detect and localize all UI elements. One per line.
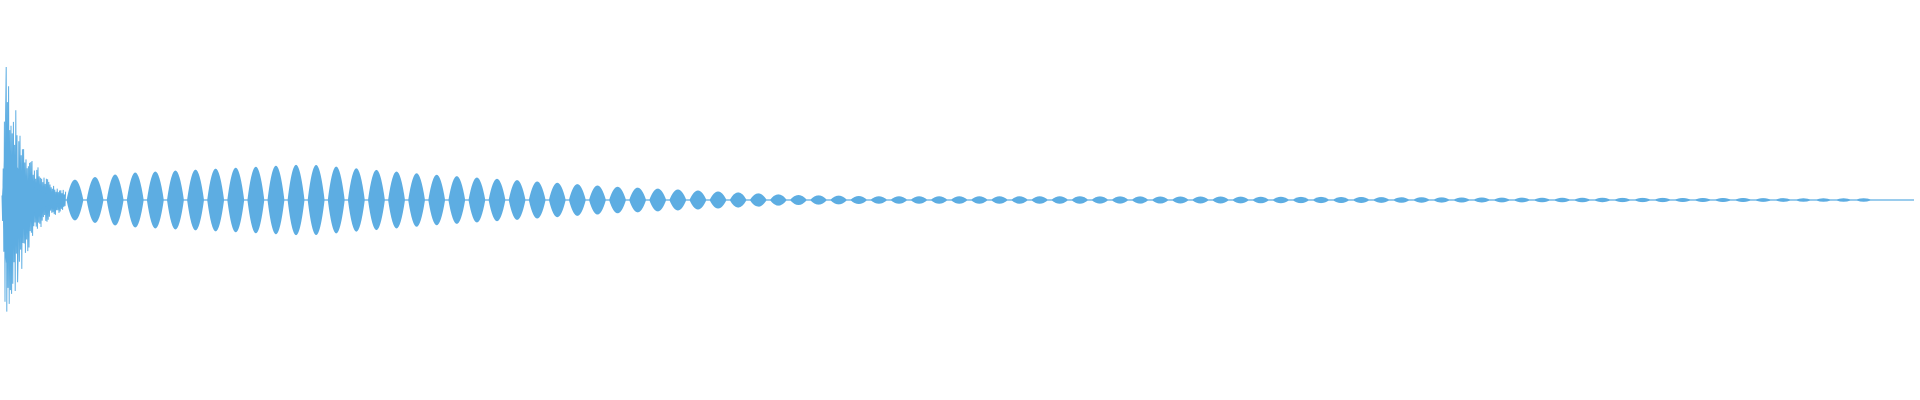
tail-pulse	[1794, 198, 1812, 202]
tail-pulse	[1372, 197, 1390, 203]
tail-pulse	[247, 166, 265, 234]
tail-pulse	[1513, 197, 1531, 203]
tail-pulse	[1694, 198, 1712, 202]
tail-pulse	[568, 184, 586, 216]
tail-pulse	[1252, 196, 1270, 204]
tail-pulse	[649, 188, 667, 212]
tail-pulse	[267, 165, 285, 235]
tail-pulse	[729, 192, 747, 208]
tail-pulse	[609, 186, 626, 214]
tail-pulse	[1312, 196, 1330, 204]
tail-pulse	[448, 176, 466, 224]
tail-pulse	[1212, 196, 1229, 204]
tail-pulse	[1413, 197, 1430, 203]
tail-pulse	[428, 174, 446, 226]
tail-pulse	[669, 189, 687, 211]
tail-pulse	[1332, 197, 1350, 203]
tail-pulse	[1352, 197, 1370, 203]
tail-pulse	[1634, 197, 1651, 203]
tail-pulse	[167, 170, 184, 230]
tail-pulse	[1131, 196, 1149, 204]
tail-pulse	[488, 178, 506, 222]
tail-pulse	[1573, 197, 1591, 203]
tail-pulse	[689, 190, 707, 210]
tail-pulse	[327, 166, 345, 234]
tail-pulse	[970, 196, 988, 204]
attack-core	[2, 136, 62, 264]
tail-pulse	[287, 164, 305, 236]
tail-pulse	[769, 194, 787, 206]
tail-pulse	[528, 181, 546, 219]
tail-pulse	[1553, 197, 1571, 203]
tail-pulse	[548, 182, 566, 218]
tail-pulse	[1011, 196, 1028, 204]
tail-pulse	[468, 177, 486, 223]
tail-pulse	[1774, 198, 1792, 202]
tail-pulse	[1593, 197, 1611, 203]
waveform-attack	[1, 66, 67, 312]
tail-pulse	[388, 171, 405, 229]
tail-pulse	[950, 196, 968, 204]
tail-pulse	[1493, 197, 1511, 203]
tail-pulse	[1272, 196, 1290, 204]
tail-pulse	[1754, 198, 1772, 202]
tail-pulse	[830, 195, 848, 205]
tail-pulse	[1473, 197, 1491, 203]
tail-pulse	[1192, 196, 1209, 204]
tail-pulse	[187, 169, 204, 231]
tail-pulse	[1453, 197, 1471, 203]
tail-pulse	[870, 196, 888, 204]
tail-pulse	[850, 195, 868, 205]
tail-pulse	[1835, 198, 1852, 202]
tail-pulse	[1151, 196, 1169, 204]
tail-pulse	[347, 168, 365, 232]
tail-pulse	[1292, 196, 1310, 204]
tail-pulse	[66, 179, 84, 221]
tail-pulse	[930, 196, 948, 204]
tail-pulse	[790, 195, 807, 205]
tail-pulse	[1393, 197, 1410, 203]
tail-pulse	[910, 196, 928, 204]
tail-pulse	[1815, 198, 1832, 202]
tail-pulse	[126, 172, 144, 228]
tail-pulse	[1533, 197, 1551, 203]
tail-pulse	[1654, 197, 1672, 203]
tail-pulse	[1111, 196, 1129, 204]
tail-pulse	[1031, 196, 1049, 204]
tail-pulse	[810, 195, 827, 205]
tail-pulse	[709, 191, 727, 209]
tail-pulse	[749, 193, 767, 207]
tail-pulse	[1614, 197, 1631, 203]
tail-pulse	[890, 196, 908, 204]
tail-pulse	[207, 168, 225, 232]
tail-pulse	[589, 185, 606, 215]
tail-pulse	[508, 180, 526, 220]
tail-pulse	[106, 174, 124, 226]
tail-pulse	[1232, 196, 1250, 204]
tail-pulse	[1051, 196, 1069, 204]
tail-pulse	[991, 196, 1008, 204]
tail-pulse	[408, 173, 425, 227]
tail-pulse	[629, 187, 647, 213]
tail-pulse	[368, 169, 385, 231]
tail-pulse	[1071, 196, 1089, 204]
tail-pulse	[86, 177, 104, 223]
waveform-tail	[66, 164, 1873, 236]
tail-pulse	[1855, 198, 1873, 202]
tail-pulse	[1674, 197, 1692, 203]
tail-pulse	[1091, 196, 1109, 204]
tail-pulse	[307, 165, 325, 235]
tail-pulse	[1714, 198, 1732, 202]
tail-pulse	[227, 167, 245, 233]
tail-pulse	[1171, 196, 1189, 204]
tail-pulse	[1433, 197, 1450, 203]
tail-pulse	[1734, 198, 1752, 202]
tail-pulse	[146, 171, 164, 229]
